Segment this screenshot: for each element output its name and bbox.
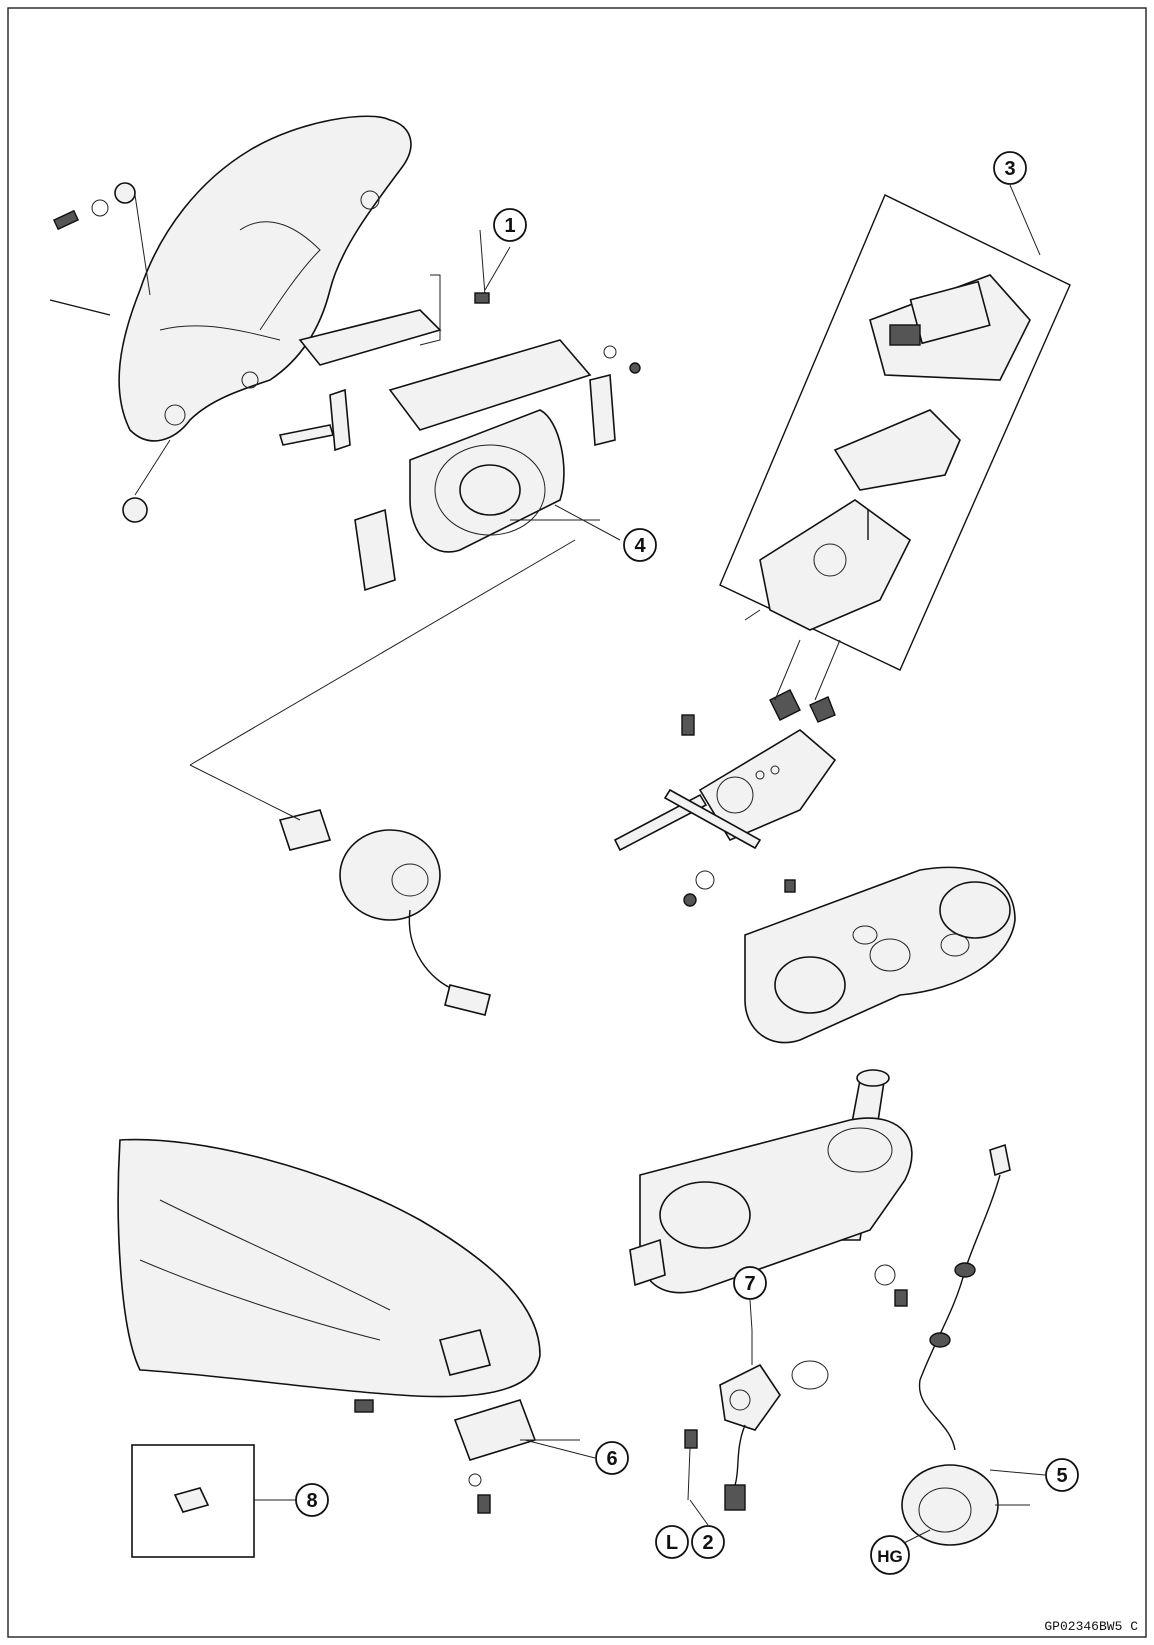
page-border xyxy=(7,7,1147,1638)
rear-fender-group xyxy=(117,1138,580,1514)
callout-2: 2 xyxy=(691,1525,725,1559)
meter-bracket-group xyxy=(613,639,841,907)
callout-5: 5 xyxy=(1045,1458,1079,1492)
callout-8-label: 8 xyxy=(306,1490,317,1512)
callout-7: 7 xyxy=(733,1266,767,1300)
callout-HG-label: HG xyxy=(877,1547,903,1566)
callout-L-label: L xyxy=(666,1532,678,1554)
fairing-bracket-group xyxy=(278,229,490,452)
callout-1-label: 1 xyxy=(504,215,515,237)
upper-fairing-body xyxy=(118,115,412,442)
callout-2-label: 2 xyxy=(702,1532,713,1554)
callout-3: 3 xyxy=(993,151,1027,185)
headlight-housing-group xyxy=(189,339,641,766)
meter-assembly-outline xyxy=(719,194,1071,671)
figure-code: GP02346BW5 C xyxy=(1044,1619,1138,1634)
meter-assembly-group xyxy=(719,194,1071,671)
callout-8: 8 xyxy=(295,1483,329,1517)
inset-detail-8 xyxy=(131,1444,290,1558)
callout-4: 4 xyxy=(623,528,657,562)
callout-HG: HG xyxy=(870,1535,910,1575)
sensor-7-group xyxy=(684,1330,829,1511)
speed-sensor-group xyxy=(901,1143,1030,1546)
callout-6-label: 6 xyxy=(606,1448,617,1470)
callout-L: L xyxy=(655,1525,689,1559)
headlight-bulb-group xyxy=(189,764,491,1016)
callout-1: 1 xyxy=(493,208,527,242)
callout-4-label: 4 xyxy=(634,535,646,557)
callout-3-label: 3 xyxy=(1004,158,1015,180)
callout-7-label: 7 xyxy=(744,1273,755,1295)
callout-6: 6 xyxy=(595,1441,629,1475)
upper-triple-clamp-group xyxy=(744,866,1016,1044)
steering-stem-group xyxy=(629,1069,913,1307)
upper-fairing-group xyxy=(49,115,412,523)
callout-5-label: 5 xyxy=(1056,1465,1067,1487)
